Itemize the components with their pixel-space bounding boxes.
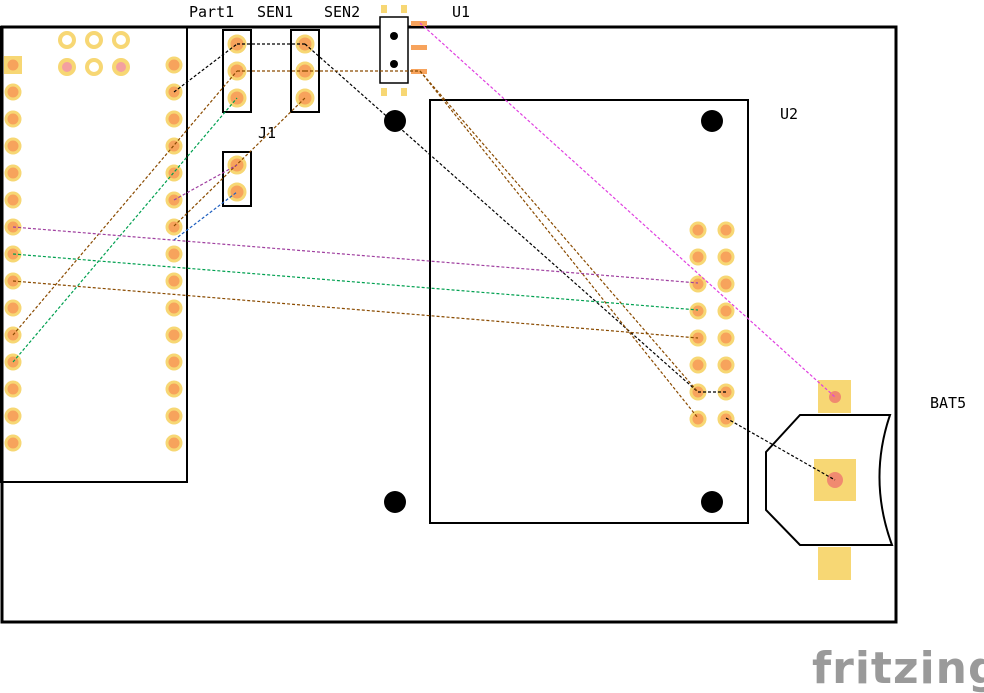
u2-pin[interactable]	[717, 248, 735, 266]
module-left-pin[interactable]	[4, 56, 22, 74]
module-left-pin[interactable]	[4, 164, 22, 182]
module-left-pin-column[interactable]	[4, 56, 22, 452]
module-left-pin[interactable]	[4, 83, 22, 101]
u2-pin[interactable]	[689, 410, 707, 428]
ratsnest-wires	[12, 22, 836, 481]
label-sen1: SEN1	[257, 3, 293, 21]
u2-pin[interactable]	[717, 302, 735, 320]
label-bat5: BAT5	[930, 394, 966, 412]
module-right-pin[interactable]	[165, 407, 183, 425]
u2-module-outline[interactable]	[429, 99, 749, 524]
module-left-pin[interactable]	[4, 299, 22, 317]
fritzing-logo: fritzing	[812, 643, 984, 693]
module-left-pin[interactable]	[4, 434, 22, 452]
u1-component[interactable]	[379, 5, 427, 96]
module-right-pin[interactable]	[165, 326, 183, 344]
u2-pin[interactable]	[717, 221, 735, 239]
j1-outline[interactable]	[222, 151, 252, 207]
label-u2: U2	[780, 105, 798, 123]
module-top-holes	[58, 31, 130, 76]
module-right-pin[interactable]	[165, 380, 183, 398]
module-left-pin[interactable]	[4, 407, 22, 425]
label-sen2: SEN2	[324, 3, 360, 21]
module-left-pin[interactable]	[4, 110, 22, 128]
label-j1: J1	[258, 124, 276, 142]
u2-pin[interactable]	[717, 329, 735, 347]
u2-pin[interactable]	[717, 356, 735, 374]
label-u1: U1	[452, 3, 470, 21]
u2-pin[interactable]	[717, 410, 735, 428]
module-right-pin[interactable]	[165, 218, 183, 236]
module-left-pin[interactable]	[4, 380, 22, 398]
label-part1: Part1	[189, 3, 234, 21]
module-right-pin[interactable]	[165, 164, 183, 182]
module-right-pin[interactable]	[165, 137, 183, 155]
part1-module-outline[interactable]	[0, 26, 188, 483]
bat5-battery-holder[interactable]	[765, 380, 894, 580]
u2-pin[interactable]	[689, 248, 707, 266]
module-right-pin[interactable]	[165, 434, 183, 452]
module-right-pin[interactable]	[165, 299, 183, 317]
sen-header-outline[interactable]	[290, 29, 320, 113]
u2-pin[interactable]	[689, 302, 707, 320]
module-right-pin[interactable]	[165, 56, 183, 74]
u2-pin[interactable]	[689, 356, 707, 374]
u2-pin[interactable]	[717, 275, 735, 293]
module-right-pin[interactable]	[165, 353, 183, 371]
mounting-holes	[384, 110, 723, 513]
module-right-pin-column[interactable]	[165, 56, 183, 452]
module-left-pin[interactable]	[4, 191, 22, 209]
module-right-pin[interactable]	[165, 110, 183, 128]
board-outline	[0, 25, 898, 624]
u2-pin-header[interactable]	[689, 221, 735, 428]
module-right-pin[interactable]	[165, 272, 183, 290]
u2-pin[interactable]	[689, 221, 707, 239]
module-left-pin[interactable]	[4, 137, 22, 155]
module-right-pin[interactable]	[165, 245, 183, 263]
j1-pins[interactable]	[227, 155, 247, 202]
part1-header-outline[interactable]	[222, 29, 252, 113]
u2-pin[interactable]	[689, 275, 707, 293]
